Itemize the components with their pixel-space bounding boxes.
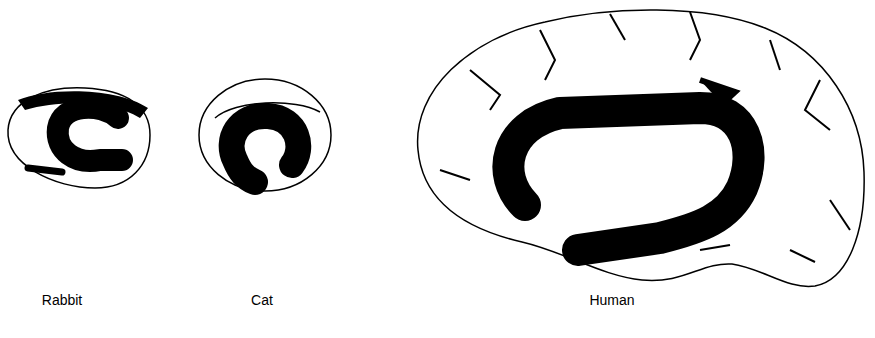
species-label: Human bbox=[589, 292, 634, 309]
limbic-region bbox=[58, 108, 122, 161]
cat-brain bbox=[199, 79, 331, 191]
species-label: Rabbit bbox=[42, 292, 82, 309]
limbic-region bbox=[232, 116, 299, 182]
brain-outline bbox=[8, 88, 150, 188]
rabbit-brain bbox=[8, 88, 150, 188]
brain-outline bbox=[199, 79, 331, 191]
limbic-region bbox=[700, 80, 735, 104]
limbic-region bbox=[28, 168, 62, 172]
species-label: Cat bbox=[251, 292, 273, 309]
brain-outline bbox=[418, 10, 865, 287]
human-brain bbox=[418, 10, 865, 287]
limbic-region bbox=[508, 108, 748, 250]
sulcus-line bbox=[440, 12, 850, 262]
